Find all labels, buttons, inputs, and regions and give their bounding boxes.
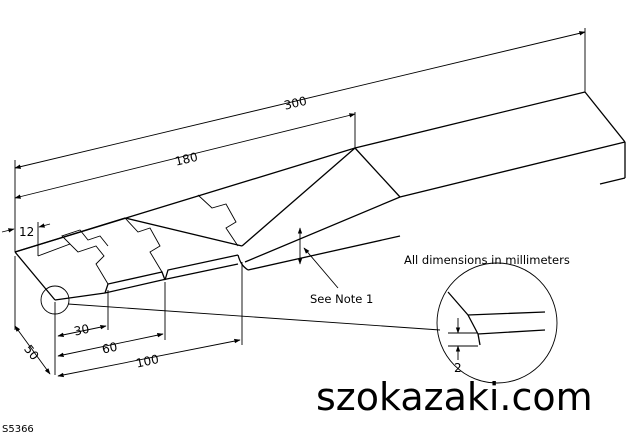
dimension-steps: [54, 262, 243, 378]
figure-id: S5366: [2, 424, 34, 435]
step-profiles: [37, 194, 239, 285]
dim-300-label: 300: [283, 94, 308, 113]
dim-100-label: 100: [135, 352, 160, 370]
dim-12-label: 12: [19, 225, 34, 239]
dim-30-label: 30: [73, 322, 91, 339]
dimension-12: [1, 222, 51, 256]
dimension-300: [14, 28, 586, 252]
see-note-leader: [297, 227, 339, 289]
wedge-outline: [14, 91, 626, 301]
dim-50-label: 50: [21, 342, 41, 363]
dim-180-label: 180: [174, 150, 199, 169]
dim-2-label: 2: [454, 361, 462, 375]
dim-60-label: 60: [101, 340, 119, 357]
units-note: All dimensions in millimeters: [404, 253, 570, 267]
dimension-50: [14, 256, 51, 375]
dimension-180: [14, 112, 356, 199]
watermark-text: szokazaki.com: [316, 375, 593, 419]
detail-callout: [40, 262, 558, 384]
see-note-text: See Note 1: [310, 292, 373, 306]
